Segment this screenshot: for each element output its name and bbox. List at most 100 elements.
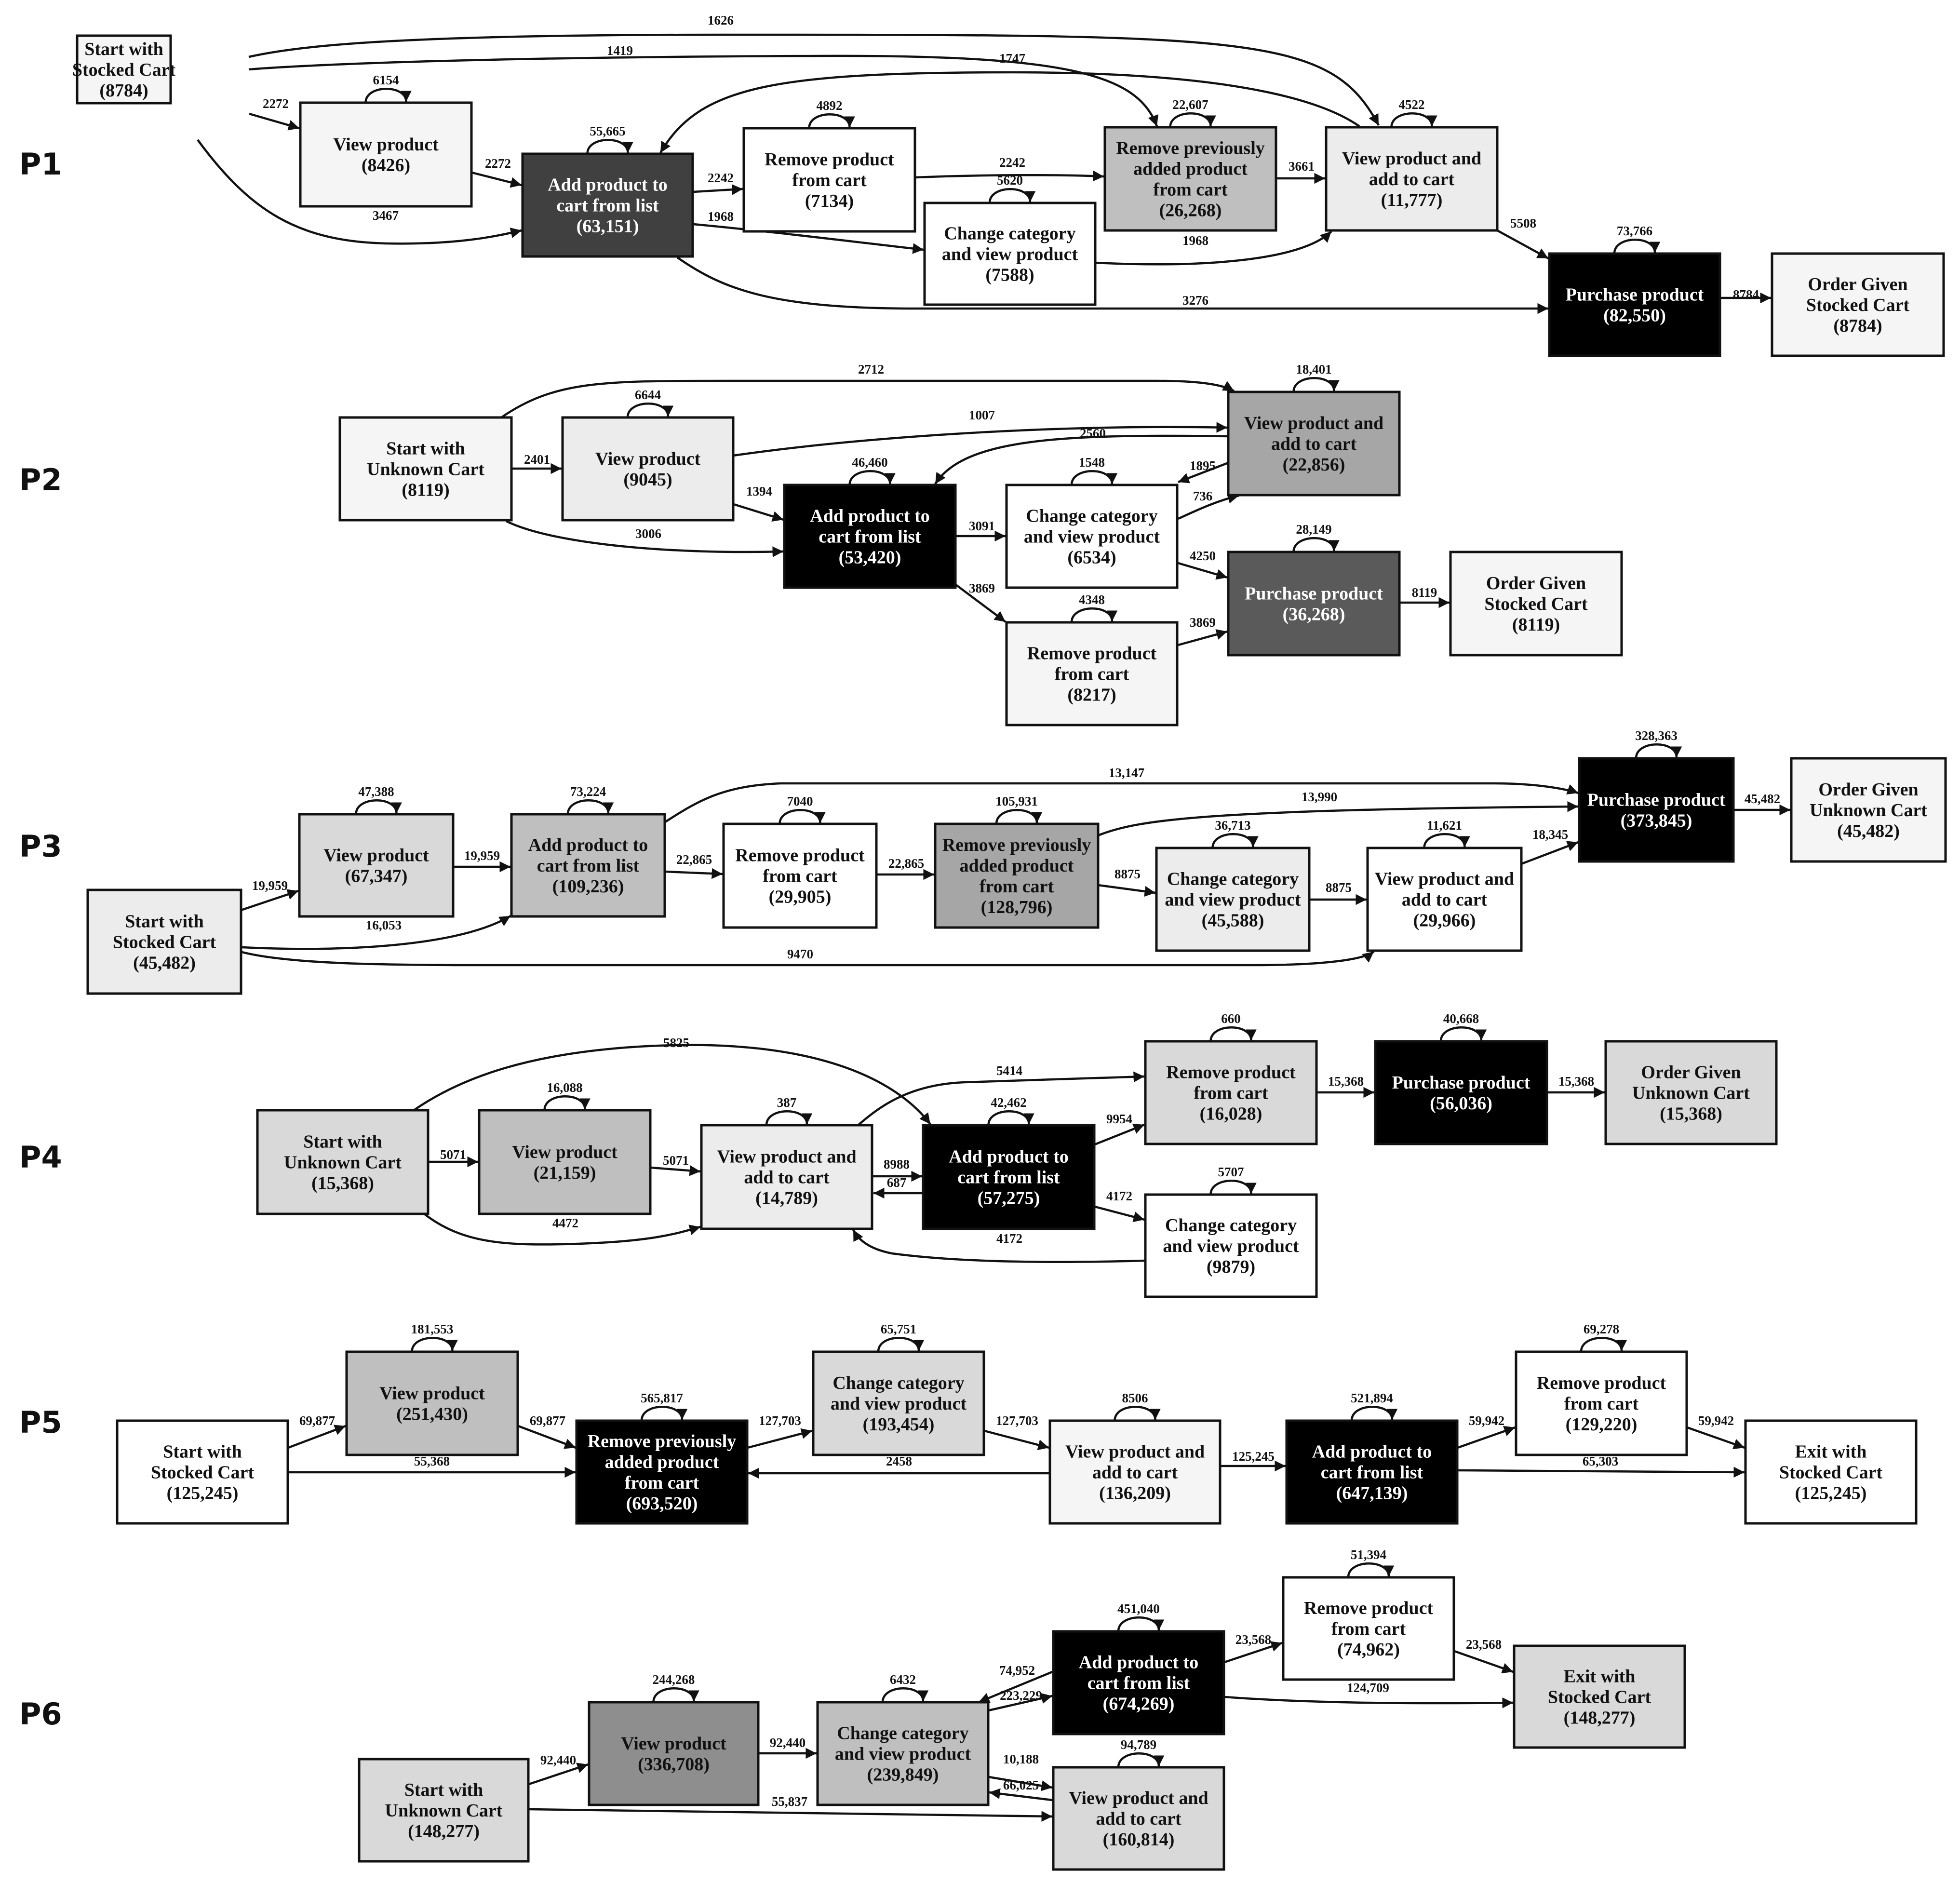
node-text-line: (9879) — [1207, 1257, 1255, 1277]
panel-label-p6: P6 — [19, 1696, 62, 1732]
node-text-line: (15,368) — [1660, 1104, 1722, 1124]
self-loop-p6-remove — [1347, 1562, 1395, 1578]
node-text-line: (53,420) — [839, 548, 901, 568]
edge-label: 66,025 — [1003, 1778, 1039, 1792]
node-text-line: (9045) — [623, 470, 672, 490]
edge-p5-remove-to-p5-exit — [1687, 1426, 1745, 1450]
node-text-line: (7588) — [985, 265, 1034, 285]
node-text-line: Unknown Cart — [367, 459, 484, 480]
edge-label: 15,368 — [1558, 1074, 1594, 1089]
node-text-line: (45,588) — [1202, 911, 1264, 931]
node-box — [561, 416, 735, 522]
node-text-line: (136,209) — [1099, 1483, 1171, 1504]
edge-label: 1007 — [969, 408, 995, 422]
node-text-line: Stocked Cart — [1484, 594, 1588, 614]
self-loop-label: 4892 — [817, 98, 843, 113]
node-box — [1048, 1419, 1222, 1525]
edge-p5-start-to-p5-view — [288, 1425, 346, 1449]
edge-label: 23,568 — [1235, 1632, 1271, 1647]
self-loop-label: 42,462 — [991, 1095, 1026, 1110]
edge-label: 92,440 — [770, 1735, 805, 1750]
node-text-line: Unknown Cart — [385, 1801, 503, 1821]
node-text-line: Add product to — [1079, 1653, 1198, 1673]
node-text-line: Change category — [837, 1723, 968, 1744]
node-text-line: (8217) — [1067, 685, 1116, 705]
edge-p2-change-to-p2-viewadd — [1178, 493, 1239, 520]
node-text-line: Change category — [832, 1373, 964, 1393]
edge-label: 55,837 — [772, 1794, 807, 1809]
node-text-line: View product — [333, 134, 439, 155]
self-loop-label: 244,268 — [653, 1672, 695, 1687]
self-loop-label: 6644 — [635, 388, 661, 402]
node-box — [816, 1701, 990, 1806]
edge-p3-add-to-p3-remove — [665, 868, 723, 879]
node-text-line: from cart — [763, 866, 837, 887]
node-text-line: (674,269) — [1103, 1694, 1175, 1714]
edge-label: 5071 — [440, 1147, 466, 1162]
node-text-line: Remove product — [1027, 644, 1157, 664]
self-loop-p5-change — [877, 1337, 925, 1352]
edge-p6-viewadd-to-p6-change — [989, 1788, 1053, 1802]
node-box — [700, 1124, 873, 1230]
self-loop-p4-viewadd — [765, 1110, 813, 1126]
node-text-line: View product — [323, 846, 429, 866]
node-text-line: (647,139) — [1336, 1483, 1408, 1504]
node-text-line: added product — [605, 1452, 719, 1472]
node-text-line: (193,454) — [863, 1414, 935, 1435]
node-text-line: Stocked Cart — [72, 60, 176, 80]
self-loop-p2-viewadd — [1292, 377, 1340, 392]
node-box — [1227, 390, 1401, 497]
edge-label: 22,865 — [676, 852, 712, 867]
edge-p5-add-to-p5-remove — [1457, 1426, 1516, 1449]
node-box — [742, 127, 916, 233]
node-text-line: (6534) — [1067, 548, 1116, 568]
edge-label: 3661 — [1289, 159, 1315, 174]
node-text-line: Remove previously — [942, 835, 1091, 855]
self-loop-p6-view — [652, 1687, 699, 1703]
self-loop-p3-remove — [779, 809, 826, 824]
node-p1-purchase: Purchase product(82,550) — [1548, 252, 1721, 357]
node-box — [922, 1124, 1096, 1230]
self-loop-p6-change — [881, 1687, 929, 1703]
edge-label: 22,865 — [888, 856, 924, 871]
node-text-line: View product — [621, 1734, 726, 1754]
node-text-line: Stocked Cart — [1779, 1463, 1883, 1483]
edge-label: 2242 — [999, 155, 1025, 170]
edge-label: 8875 — [1326, 880, 1352, 895]
edge-label: 74,952 — [999, 1663, 1035, 1678]
node-box — [1005, 621, 1179, 726]
self-loop-p5-remove — [1580, 1337, 1627, 1352]
node-box — [1144, 1040, 1318, 1145]
edge-p4-start-to-p4-viewadd — [423, 1213, 701, 1246]
edge-p6-start-to-p6-viewadd — [528, 1808, 1053, 1822]
edge-label: 13,147 — [1109, 766, 1144, 780]
node-box — [298, 813, 455, 918]
node-text-line: (57,275) — [978, 1188, 1040, 1209]
edge-label: 2272 — [485, 156, 511, 171]
edge-label: 1419 — [607, 43, 633, 58]
node-box — [521, 152, 694, 258]
node-text-line: (8119) — [1512, 615, 1560, 635]
node-box — [722, 822, 878, 929]
node-box — [1103, 126, 1277, 232]
node-box — [1513, 1644, 1686, 1749]
node-text-line: from cart — [1153, 180, 1228, 200]
self-loop-p1-add — [586, 139, 633, 154]
node-text-line: from cart — [1055, 664, 1129, 685]
edge-label: 15,368 — [1328, 1074, 1364, 1089]
node-text-line: Purchase product — [1392, 1073, 1530, 1093]
node-text-line: Add product to — [1312, 1442, 1432, 1462]
node-p5-view: View product(251,430) — [345, 1350, 519, 1456]
self-loop-label: 55,665 — [590, 124, 625, 138]
self-loop-p5-remprev — [640, 1406, 688, 1421]
self-loop-p4-purchase — [1439, 1026, 1487, 1042]
node-text-line: cart from list — [556, 196, 659, 216]
edge-label: 19,959 — [252, 878, 288, 893]
